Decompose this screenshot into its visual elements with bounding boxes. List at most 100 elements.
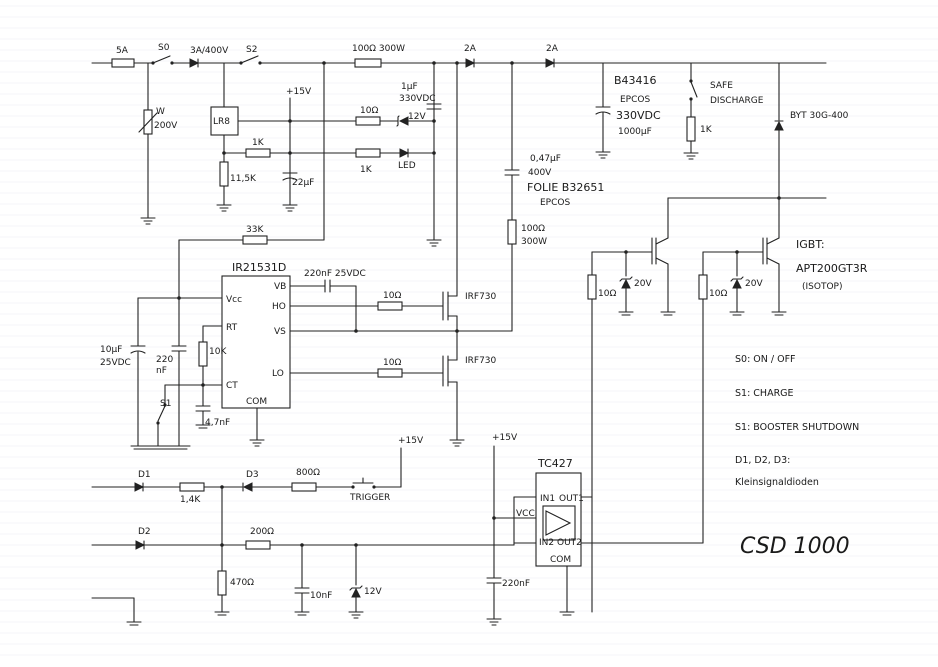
label-led: LED xyxy=(398,161,416,171)
label-tc-out2: OUT2 xyxy=(557,538,582,548)
label-r1k-a: 1K xyxy=(252,138,265,148)
label-r100-1: 100Ω xyxy=(521,224,545,234)
label-discharge: DISCHARGE xyxy=(710,96,764,106)
label-d2a-2: 2A xyxy=(546,44,559,54)
switch-s0 xyxy=(152,55,171,64)
label-plus15-top: +15V xyxy=(286,87,312,97)
label-s0: S0 xyxy=(158,43,170,53)
label-c47nf: 4,7nF xyxy=(205,418,230,428)
diode-d1 xyxy=(134,482,145,492)
grid-lines xyxy=(0,5,938,656)
diode-byt xyxy=(774,120,784,131)
label-lr8: LR8 xyxy=(213,117,230,127)
legend-s2: S1: BOOSTER SHUTDOWN xyxy=(735,422,859,433)
label-tc-vcc: VCC xyxy=(516,509,535,519)
label-trigger: TRIGGER xyxy=(349,493,390,503)
label-safe: SAFE xyxy=(710,81,733,91)
label-r10-g2: 10Ω xyxy=(709,289,727,299)
label-d2: D2 xyxy=(138,527,151,537)
label-pin-ho: HO xyxy=(272,302,286,312)
resistor-10-g1 xyxy=(587,274,597,300)
label-z12v-top: 12V xyxy=(408,112,426,122)
label-c10uf-2: 25VDC xyxy=(100,358,131,368)
label-s2: S2 xyxy=(246,45,257,55)
label-irf-1: IRF730 xyxy=(465,292,497,302)
diode-input xyxy=(189,58,200,68)
label-tc-in2: IN2 xyxy=(539,538,554,548)
trigger-section xyxy=(91,447,515,626)
led xyxy=(399,148,410,158)
schematic-title: CSD 1000 xyxy=(740,534,850,559)
resistor-1-4k xyxy=(179,482,205,492)
label-z20v-1: 20V xyxy=(634,279,652,289)
resistor-200 xyxy=(245,540,271,550)
label-c220-2: nF xyxy=(156,366,167,376)
label-c10nf: 10nF xyxy=(310,591,332,601)
label-r200: 200Ω xyxy=(250,527,274,537)
label-c220-1: 220 xyxy=(156,355,173,365)
label-cmain-cap: 1000µF xyxy=(618,127,652,137)
label-plus15-trig: +15V xyxy=(398,436,424,446)
label-r10-top: 10Ω xyxy=(360,106,378,116)
legend: S0: ON / OFF S1: CHARGE S1: BOOSTER SHUT… xyxy=(735,354,859,559)
driver-triangle xyxy=(545,510,572,536)
label-tc-in1: IN1 xyxy=(540,494,555,504)
label-r800: 800Ω xyxy=(296,468,320,478)
label-z20v-2: 20V xyxy=(745,279,763,289)
label-cmain-voltage: 330VDC xyxy=(616,109,661,122)
label-c047-3: FOLIE B32651 xyxy=(527,181,604,194)
resistor-100-300w xyxy=(507,219,517,245)
label-r100-2: 300W xyxy=(521,237,547,247)
resistor-470 xyxy=(217,570,227,596)
zener-12v-top xyxy=(398,116,409,126)
mosfet-upper xyxy=(442,62,458,361)
label-c22uf: 22µF xyxy=(292,178,314,188)
label-byt: BYT 30G-400 xyxy=(790,111,849,121)
resistor-10-lo xyxy=(377,368,403,378)
hv-input-section xyxy=(91,55,827,225)
label-r-discharge: 1K xyxy=(700,125,713,135)
label-r10-ho: 10Ω xyxy=(383,291,401,301)
resistor-10-top xyxy=(355,116,381,126)
component-labels: 5A S0 3A/400V S2 W 200V 100Ω 300W 2A 2A … xyxy=(100,43,868,601)
resistor-charge xyxy=(354,58,382,68)
legend-diodes-2: Kleinsignaldioden xyxy=(735,477,819,488)
resistor-800 xyxy=(291,482,317,492)
label-varistor-top: W xyxy=(156,107,165,117)
resistor-10-g2 xyxy=(698,274,708,300)
label-tc-out1: OUT1 xyxy=(559,494,584,504)
legend-diodes: D1, D2, D3: xyxy=(735,455,790,466)
label-r33k: 33K xyxy=(246,225,264,235)
label-r10-g1: 10Ω xyxy=(598,289,616,299)
label-r10k: 10K xyxy=(209,347,227,357)
label-plus15-tc: +15V xyxy=(492,433,518,443)
label-igbt-2: APT200GT3R xyxy=(796,262,868,275)
resistor-1k-a xyxy=(245,148,271,158)
label-cmain-part: B43416 xyxy=(614,74,657,87)
label-r14k: 1,4K xyxy=(180,495,201,505)
resistor-11k5 xyxy=(219,161,229,187)
label-pin-lo: LO xyxy=(272,369,284,379)
label-tc427: TC427 xyxy=(537,457,573,470)
regulator-section xyxy=(178,61,442,247)
label-r1k-b: 1K xyxy=(360,165,373,175)
label-d2a-1: 2A xyxy=(464,44,477,54)
label-ic: IR21531D xyxy=(232,261,286,274)
resistor-discharge xyxy=(686,116,696,142)
switch-s1 xyxy=(157,405,166,422)
label-irf-2: IRF730 xyxy=(465,356,497,366)
label-r-charge: 100Ω 300W xyxy=(352,44,405,54)
label-c1uf-1: 1µF xyxy=(401,82,418,92)
mosfet-lower xyxy=(442,355,465,447)
label-z12v-bot: 12V xyxy=(364,587,382,597)
switch-s2 xyxy=(240,55,259,64)
driver-section xyxy=(486,445,704,626)
diode-2a-1 xyxy=(465,58,476,68)
label-r470: 470Ω xyxy=(230,578,254,588)
label-cmain-maker: EPCOS xyxy=(620,95,650,105)
label-s1: S1 xyxy=(160,399,171,409)
label-varistor: 200V xyxy=(154,121,178,131)
label-c047-2: 400V xyxy=(528,168,552,178)
label-pin-ct: CT xyxy=(226,381,238,391)
